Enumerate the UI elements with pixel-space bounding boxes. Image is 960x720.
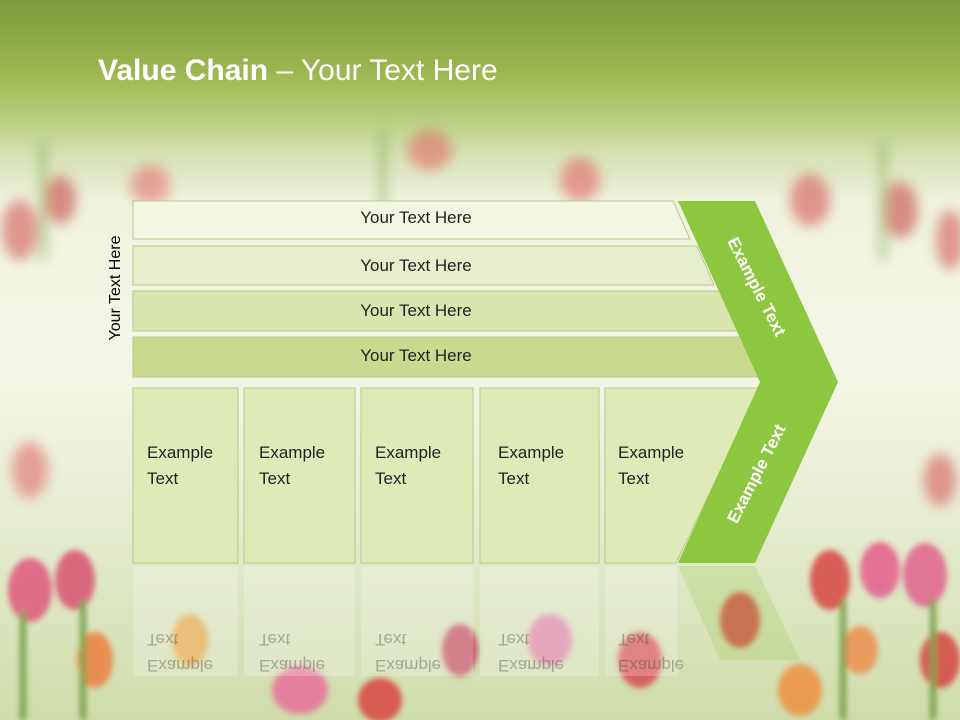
title-rest-part: – Your Text Here bbox=[268, 54, 498, 87]
box-1-line1: Example bbox=[147, 443, 214, 462]
box-2-label: Example Text bbox=[259, 440, 325, 492]
slide-title: Value Chain – Your Text Here bbox=[98, 54, 498, 88]
box-1-label: Example Text bbox=[147, 440, 213, 492]
box-3-shape bbox=[360, 387, 474, 564]
box-3-line1: Example bbox=[375, 443, 442, 462]
bar-1-label: Your Text Here bbox=[360, 208, 472, 227]
box-1-reflection: Example Text bbox=[147, 630, 214, 675]
bar-2-shape bbox=[132, 245, 715, 286]
bar-2-label: Your Text Here bbox=[360, 256, 472, 275]
chevron-arrow-shape bbox=[678, 201, 838, 563]
box-2-line1: Example bbox=[259, 443, 326, 462]
bar-4-label: Your Text Here bbox=[360, 346, 472, 365]
box-2-reflection: Example Text bbox=[259, 630, 326, 675]
box-2-shape bbox=[243, 387, 356, 564]
box-3-label: Example Text bbox=[375, 440, 441, 492]
box-1-line2: Text bbox=[147, 469, 179, 488]
bar-1-shape bbox=[132, 200, 691, 240]
box-4-label: Example Text bbox=[498, 440, 564, 492]
box-5-shape bbox=[604, 387, 761, 564]
box-4-shape bbox=[479, 387, 600, 564]
box-1-shape bbox=[132, 387, 239, 564]
box-5-line1: Example bbox=[618, 443, 685, 462]
box-4-reflection: Example Text bbox=[498, 630, 565, 675]
box-3-reflection: Example Text bbox=[375, 630, 442, 675]
title-band bbox=[0, 0, 960, 150]
title-bold-part: Value Chain bbox=[98, 54, 269, 87]
box-2-line2: Text bbox=[259, 469, 291, 488]
box-5-label: Example Text bbox=[618, 440, 684, 492]
bar-3-label: Your Text Here bbox=[360, 301, 472, 320]
box-4-line1: Example bbox=[498, 443, 565, 462]
box-4-line2: Text bbox=[498, 469, 530, 488]
box-3-line2: Text bbox=[375, 469, 407, 488]
box-5-reflection: Example Text bbox=[618, 630, 685, 675]
box-5-line2: Text bbox=[618, 469, 650, 488]
